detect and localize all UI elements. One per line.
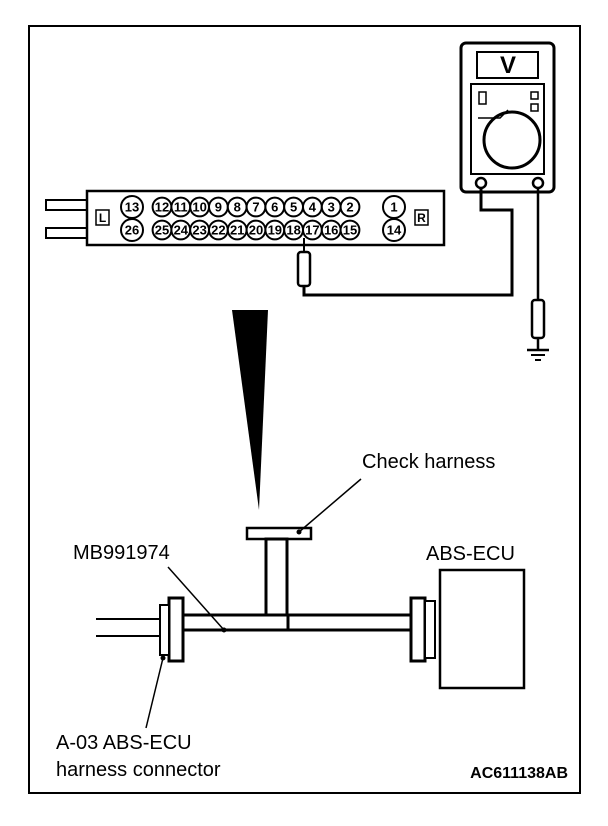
voltmeter-switch-icon	[478, 91, 487, 105]
check-harness-leader	[298, 478, 362, 533]
ground-probe	[530, 298, 546, 350]
pin-label-16: 16	[324, 223, 338, 238]
test-lead-wire	[302, 188, 514, 297]
voltmeter-display	[476, 51, 539, 79]
pin-label-1: 1	[390, 200, 397, 215]
pin-label-12: 12	[155, 200, 169, 215]
pin-label-10: 10	[192, 200, 206, 215]
abs-ecu-unit	[438, 568, 526, 690]
ground-probe-body	[530, 298, 546, 340]
pin-label-17: 17	[305, 223, 319, 238]
pin-label-26: 26	[125, 223, 139, 238]
voltmeter-symbol: V	[500, 52, 516, 79]
pin-label-5: 5	[290, 200, 297, 215]
voltmeter-terminal-right	[531, 176, 545, 190]
pin-label-11: 11	[174, 200, 188, 215]
test-probe	[296, 238, 312, 288]
pin-label-23: 23	[192, 223, 206, 238]
voltmeter: V	[459, 41, 556, 194]
pin-label-8: 8	[234, 200, 241, 215]
connector-leader	[145, 657, 164, 729]
view-wedge	[232, 310, 268, 510]
pin-label-15: 15	[343, 223, 357, 238]
pin-label-13: 13	[125, 200, 139, 215]
voltmeter-terminal-left	[474, 176, 488, 190]
pin-label-2: 2	[346, 200, 353, 215]
left-harness-connector	[167, 596, 185, 663]
ecu-side-connector-flange	[424, 600, 436, 659]
label-check-harness: Check harness	[362, 451, 495, 473]
pin-circle-26	[120, 218, 144, 242]
mb991974-adapter-harness	[159, 596, 436, 663]
diagram-frame	[28, 25, 581, 794]
pin-label-19: 19	[268, 223, 282, 238]
label-connector-line2: harness connector	[56, 759, 221, 781]
pin-label-21: 21	[230, 223, 244, 238]
label-abs-ecu: ABS-ECU	[426, 543, 515, 565]
connector-prong-upper	[45, 199, 87, 211]
pin-label-9: 9	[215, 200, 222, 215]
voltmeter-indicator-icon-2	[530, 103, 539, 112]
voltmeter-indicator-icon	[530, 91, 539, 100]
connector-right-mark-box	[414, 209, 429, 226]
pin-label-20: 20	[249, 223, 263, 238]
voltmeter-dial	[482, 110, 542, 170]
connector-left-mark-box	[95, 209, 110, 226]
pin-circle-14	[382, 218, 406, 242]
pin-label-3: 3	[328, 200, 335, 215]
ground-icon	[527, 348, 549, 361]
test-probe-body	[296, 250, 312, 288]
left-harness-connector-flange	[159, 604, 170, 656]
pin-label-4: 4	[309, 200, 317, 215]
pin-circle-2	[339, 196, 361, 218]
label-connector-line1: A-03 ABS-ECU	[56, 732, 192, 754]
pin-label-22: 22	[211, 223, 225, 238]
ecu-side-connector	[409, 596, 427, 663]
pin-label-18: 18	[286, 223, 300, 238]
connector-right-mark: R	[417, 211, 426, 225]
pin-label-14: 14	[387, 223, 402, 238]
pin-label-6: 6	[271, 200, 278, 215]
figure-code: AC611138AB	[470, 765, 568, 782]
pin-label-25: 25	[155, 223, 169, 238]
connector-prong-lower	[45, 227, 87, 239]
pin-circle-15	[339, 219, 361, 241]
pin-label-7: 7	[252, 200, 259, 215]
check-harness-stem	[264, 537, 289, 617]
pin-label-24: 24	[174, 223, 189, 238]
label-adapter: MB991974	[73, 542, 170, 564]
check-harness	[245, 526, 313, 617]
connector-left-mark: L	[99, 211, 106, 225]
adapter-leader	[167, 566, 225, 631]
voltmeter-range-line	[478, 109, 509, 119]
